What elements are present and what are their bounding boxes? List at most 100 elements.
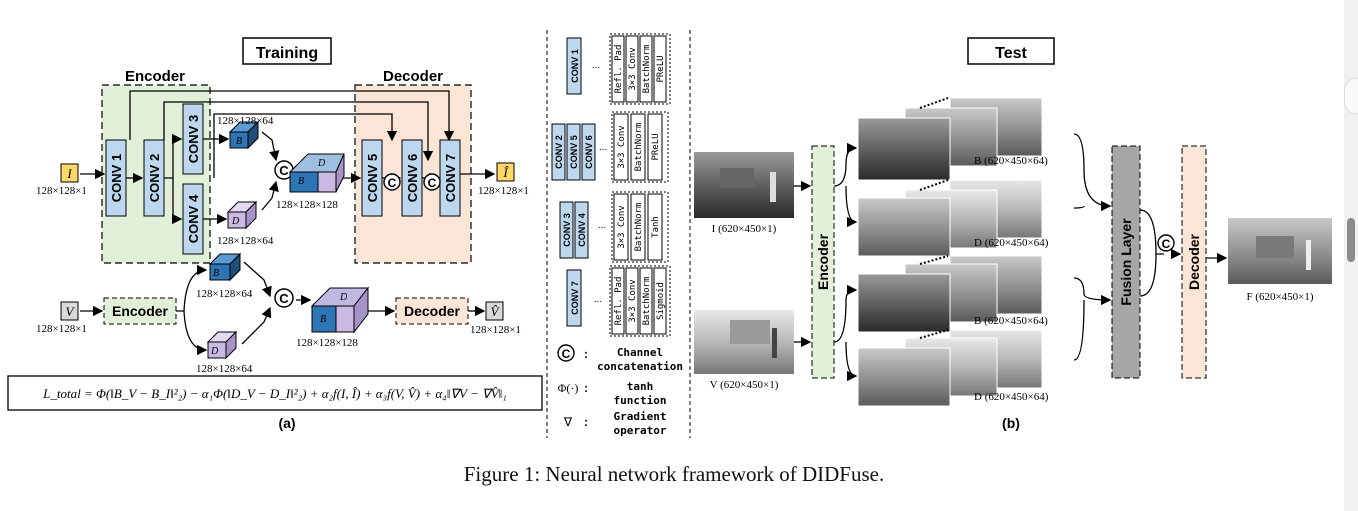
conv-7-label: CONV 7 — [443, 154, 458, 202]
concat-feature-cube: B D — [288, 153, 345, 193]
d-cube-size: 128×128×64 — [217, 235, 274, 247]
legend-concat-icon — [557, 344, 575, 362]
concat-symbol-dec-1 — [383, 173, 401, 191]
panel-a: Training Encoder Decoder CONV 1 CONV 2 C… — [7, 37, 543, 431]
conv-2-label: CONV 2 — [147, 154, 162, 202]
output-i-hat-size: 128×128×1 — [478, 185, 529, 197]
legend-gradient-text-2: operator — [614, 424, 667, 437]
test-decoder-box — [1181, 145, 1207, 379]
b-cube-size: 128×128×64 — [217, 115, 274, 127]
legend-layer-2-2: BatchNorm — [634, 123, 644, 172]
conv-6-box: CONV 6 — [401, 139, 423, 217]
legend-conv5-box — [566, 123, 581, 181]
concat-symbol-dec-2-text: C — [428, 176, 437, 190]
test-encoder-label: Encoder — [815, 233, 831, 290]
fused-output-house — [1256, 236, 1294, 258]
vertical-scrollbar[interactable] — [1344, 0, 1358, 511]
side-panel-toggle[interactable] — [1344, 78, 1358, 114]
scrollbar-thumb[interactable] — [1347, 218, 1355, 262]
input-v-box — [60, 301, 79, 321]
output-v-hat-symbol: V̂ — [491, 304, 501, 319]
concat-cube-size: 128×128×128 — [276, 199, 338, 211]
fused-output-person — [1306, 240, 1311, 270]
concat-symbol-b — [1157, 234, 1175, 252]
concat-symbol-a-text: C — [279, 163, 289, 178]
bi-feature-stack — [857, 97, 1043, 181]
conv-1-box: CONV 1 — [105, 139, 127, 217]
legend-conv5-label: CONV 5 — [569, 135, 579, 169]
legend-layer-4-1: Refl. Pad — [614, 277, 624, 326]
output-i-hat-symbol: Î — [502, 165, 509, 180]
conv-6-label: CONV 6 — [405, 154, 420, 202]
legend-layer-3-1: 3×3 Conv — [617, 205, 627, 248]
legend-layer-1-3: BatchNorm — [642, 45, 652, 94]
test-arrows — [794, 133, 1228, 382]
d-cube-label: D — [231, 216, 240, 227]
panel-a-sublabel: (a) — [278, 415, 295, 431]
v-decoder-box — [395, 297, 469, 325]
dv-feature-caption: D (620×450×64) — [974, 391, 1049, 403]
input-v-image-house — [730, 320, 770, 344]
legend-conv6-label: CONV 6 — [584, 135, 594, 169]
legend-tanh-text-2: function — [614, 394, 667, 407]
legend-layers-4: Refl. Pad 3×3 Conv BatchNorm Sigmoid — [609, 265, 671, 337]
input-i-symbol: I — [66, 166, 72, 181]
legend-tanh-text-1: tanh — [627, 380, 654, 393]
input-v-symbol: V — [66, 304, 76, 319]
legend-layer-1-1: Refl. Pad — [614, 45, 624, 94]
test-title: Test — [995, 45, 1027, 62]
legend-conv3-label: CONV 3 — [562, 213, 572, 247]
dv-feature-stack — [857, 329, 1043, 407]
legend-layer-1-2: 3×3 Conv — [628, 47, 638, 90]
input-i-size: 128×128×1 — [36, 185, 87, 197]
loss-formula: L_total = Φ(‖B_V − B_I‖²₂) − α₁Φ(‖D_V − … — [42, 386, 507, 401]
conv-5-label: CONV 5 — [365, 154, 380, 202]
legend-dots-1: ... — [592, 60, 600, 71]
test-encoder-box — [811, 145, 835, 379]
legend-gradient-symbol: ∇ — [563, 415, 573, 429]
legend-conv7-box — [566, 269, 582, 327]
concat-cube-b-label: B — [298, 176, 304, 187]
legend-conv7-label: CONV 7 — [570, 281, 580, 315]
v-decoder-label: Decoder — [404, 303, 461, 319]
conv-1-label: CONV 1 — [109, 154, 124, 202]
dv-feature-cube: D — [206, 330, 238, 360]
bv-cube-size: 128×128×64 — [196, 288, 253, 300]
legend: CONV 1 ... Refl. Pad 3×3 Conv BatchNorm … — [551, 33, 683, 437]
v-encoder-label: Encoder — [112, 303, 169, 319]
legend-conv6-box — [581, 123, 596, 181]
legend-tanh-symbol: Φ(·) — [558, 381, 579, 395]
legend-dots-2: ... — [599, 142, 607, 153]
legend-layer-4-2: 3×3 Conv — [628, 279, 638, 322]
v-concat-b-label: B — [320, 314, 326, 325]
conv-4-box: CONV 4 — [182, 183, 204, 255]
d-feature-cube: D — [226, 200, 258, 230]
input-i-caption: I (620×450×1) — [712, 223, 777, 235]
legend-concat-text-1: Channel — [617, 346, 663, 359]
legend-gradient-text-1: Gradient — [614, 410, 667, 423]
legend-conv1-label: CONV 1 — [570, 49, 580, 83]
input-v-image-person — [772, 328, 777, 358]
legend-layers-3: 3×3 Conv BatchNorm Tanh — [611, 191, 669, 263]
legend-layer-4-4: Sigmoid — [656, 282, 666, 320]
b-cube-label: B — [236, 136, 242, 147]
panel-b: Test I (620×450×1) V (620×450×1) Encoder — [694, 37, 1332, 431]
skip-connections — [129, 90, 455, 178]
legend-conv4-label: CONV 4 — [577, 213, 587, 247]
legend-conv2-label: CONV 2 — [554, 135, 564, 169]
conv-5-box: CONV 5 — [361, 139, 383, 217]
concat-symbol-b-text: C — [1162, 237, 1171, 251]
bv-feature-stack — [857, 255, 1043, 333]
conv-3-label: CONV 3 — [186, 115, 201, 163]
di-feature-caption: D (620×450×64) — [974, 237, 1049, 249]
bi-feature-caption: B (620×450×64) — [974, 155, 1048, 167]
decoder-label: Decoder — [383, 68, 443, 85]
output-v-hat-size: 128×128×1 — [470, 324, 521, 336]
conv-4-label: CONV 4 — [186, 194, 201, 243]
legend-layer-2-3: PReLU — [651, 133, 661, 160]
legend-dots-3: ... — [598, 220, 606, 231]
legend-conv4-box — [574, 201, 589, 259]
figure-caption: Figure 1: Neural network framework of DI… — [463, 462, 885, 486]
legend-conv2-box — [551, 123, 566, 181]
conv-2-box: CONV 2 — [143, 139, 165, 217]
